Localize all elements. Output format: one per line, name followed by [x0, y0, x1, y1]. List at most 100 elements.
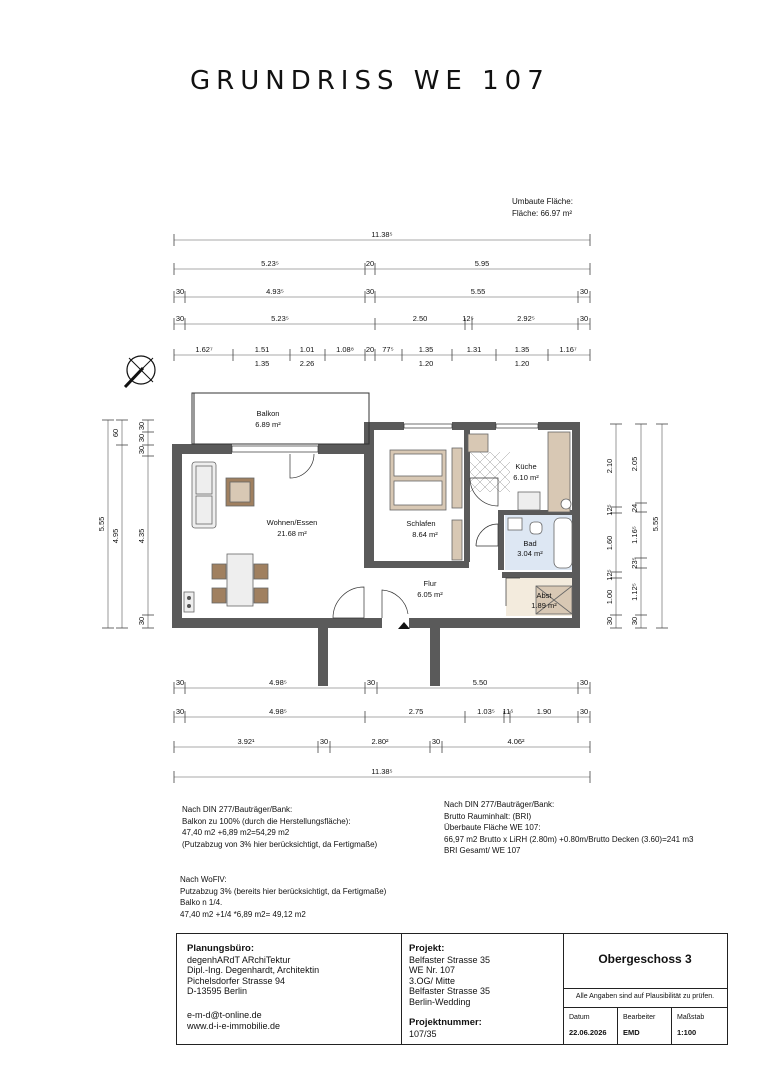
dim-bot-1d: 5.50	[473, 678, 488, 687]
room-wohnen-name: Wohnen/Essen	[267, 518, 318, 527]
dim-top-5l: 2.26	[300, 359, 315, 368]
dim-top-5k: 1.35	[255, 359, 270, 368]
room-schlafen-area: 8.64 m²	[412, 530, 438, 539]
dim-right-b1: 2.05	[630, 457, 639, 472]
dim-top-3e: 30	[580, 287, 588, 296]
room-balkon-name: Balkon	[257, 409, 280, 418]
dim-right-b4: 23⁵	[630, 557, 639, 568]
projektnummer: Projektnummer: 107/35	[409, 1017, 482, 1039]
notes-din277-right: Nach DIN 277/Bauträger/Bank: Brutto Raum…	[444, 799, 693, 857]
projekt: Projekt: Belfaster Strasse 35 WE Nr. 107…	[409, 943, 491, 1007]
notes-din277-left: Nach DIN 277/Bauträger/Bank: Balkon zu 1…	[182, 804, 377, 850]
bearbeiter-label: Bearbeiter	[623, 1014, 656, 1021]
dim-top-5f: 77⁵	[382, 345, 393, 354]
projekt-line: Belfaster Strasse 35	[409, 986, 491, 996]
divider	[563, 1007, 727, 1008]
dim-top-2c: 5.95	[475, 259, 490, 268]
dim-left-a2: 4.95	[111, 529, 120, 544]
dim-top-5g: 1.35	[419, 345, 434, 354]
dim-top-5j: 1.16⁷	[559, 345, 577, 354]
bearbeiter-value: EMD	[623, 1028, 640, 1037]
dim-bot-3b: 30	[320, 737, 328, 746]
projekt-line: Belfaster Strasse 35	[409, 954, 491, 965]
dim-bot-2f: 1.90	[537, 707, 552, 716]
dim-top-5n: 1.20	[515, 359, 530, 368]
furniture	[183, 431, 573, 615]
dim-bot-1b: 4.98⁵	[269, 678, 287, 687]
balcony	[191, 392, 370, 445]
room-kueche-area: 6.10 m²	[513, 473, 539, 482]
dim-right-a3: 1.60	[605, 536, 614, 551]
dim-top-3a: 30	[176, 287, 184, 296]
walls	[172, 422, 580, 686]
note-right-line: 66,97 m2 Brutto x LiRH (2.80m) +0.80m/Br…	[444, 834, 694, 844]
dim-bot-1a: 30	[176, 678, 184, 687]
dim-top-5h: 1.31	[467, 345, 482, 354]
dim-right-b3: 1.16⁵	[630, 526, 639, 544]
dim-bot-2d: 1.03⁵	[477, 707, 495, 716]
umbaute-line-1: Umbaute Fläche:	[512, 197, 573, 206]
projekt-header: Projekt:	[409, 943, 445, 954]
massstab-label: Maßstab	[677, 1014, 705, 1021]
dimension-lines	[107, 239, 663, 778]
windows	[231, 423, 539, 453]
dim-right-a4: 12⁵	[605, 569, 614, 580]
dim-right-b6: 30	[630, 617, 639, 625]
dim-bot-2b: 4.98⁵	[269, 707, 287, 716]
dim-left-a1: 60	[111, 429, 120, 437]
dimension-ticks	[102, 234, 668, 783]
dim-right-a1: 2.10	[605, 459, 614, 474]
dim-right-b5: 1.12⁵	[630, 583, 639, 601]
dim-top-3d: 5.55	[471, 287, 486, 296]
dimension-labels: 11.38⁵ 5.23⁵ 20 5.95 30 4.93⁵ 30 5.55 30…	[176, 230, 588, 776]
dim-right-b2: 24	[630, 504, 639, 512]
dim-top-5m: 1.20	[419, 359, 434, 368]
contact: e-m-d@t-online.de www.d-i-e-immobilie.de	[187, 1010, 280, 1031]
projektnummer-header: Projektnummer:	[409, 1017, 482, 1028]
room-kueche-name: Küche	[515, 462, 536, 471]
datum-value: 22.06.2026	[569, 1028, 607, 1037]
umbaute-flaeche: Umbaute Fläche: Fläche: 66.97 m²	[512, 196, 573, 220]
note-left-line: 47,40 m2 +6,89 m2=54,29 m2	[182, 828, 290, 837]
dim-top-4d: 12⁵	[462, 314, 473, 323]
dim-bot-3c: 2.80²	[371, 737, 389, 746]
projekt-column: Projekt: Belfaster Strasse 35 WE Nr. 107…	[401, 934, 564, 1044]
room-balkon-area: 6.89 m²	[255, 420, 281, 429]
dim-bot-1c: 30	[367, 678, 375, 687]
dim-bot-2a: 30	[176, 707, 184, 716]
dim-top-2b: 20	[366, 259, 374, 268]
room-flur-name: Flur	[424, 579, 437, 588]
planungsbuero-header: Planungsbüro:	[187, 943, 255, 954]
umbaute-line-2: Fläche: 66.97 m²	[512, 209, 573, 218]
page-title: GRUNDRISS WE 107	[190, 66, 550, 96]
note-right-line: Brutto Rauminhalt: (BRI)	[444, 811, 532, 821]
divider	[671, 1007, 672, 1044]
dim-right-a6: 30	[605, 617, 614, 625]
dim-left-total: 5.55	[97, 517, 106, 532]
projektnummer-value: 107/35	[409, 1028, 437, 1039]
dim-bot-3e: 4.06²	[507, 737, 525, 746]
note-right-line: Nach DIN 277/Bauträger/Bank:	[444, 800, 555, 809]
dim-top-4a: 30	[176, 314, 184, 323]
projekt-line: Berlin-Wedding	[409, 996, 471, 1007]
dim-bot-2c: 2.75	[409, 707, 424, 716]
note-wofiv-line: Putzabzug 3% (bereits hier berücksichtig…	[180, 886, 387, 896]
floor-plan: 11.38⁵ 5.23⁵ 20 5.95 30 4.93⁵ 30 5.55 30…	[97, 230, 668, 783]
projekt-line: 3.OG/ Mitte	[409, 975, 456, 986]
dim-top-4b: 5.23⁵	[271, 314, 289, 323]
dim-top-5b: 1.51	[255, 345, 270, 354]
note-right-line: Überbaute Fläche WE 107:	[444, 823, 541, 832]
dim-top-2a: 5.23⁵	[261, 259, 279, 268]
room-labels: Balkon 6.89 m² Wohnen/Essen 21.68 m² Sch…	[255, 409, 557, 610]
room-wohnen-area: 21.68 m²	[277, 529, 307, 538]
vertical-dimension-labels: 5.55 60 4.95 30 30 30 4.35 30 2.10 12⁵ 1…	[97, 422, 660, 625]
divider	[617, 1007, 618, 1044]
north-arrow-icon	[123, 355, 156, 389]
note-wofiv-line: 47,40 m2 +1/4 *6,89 m2= 49,12 m2	[180, 909, 306, 919]
plausibility-note: Alle Angaben sind auf Plausibilität zu p…	[575, 993, 715, 1000]
dim-bot-2g: 30	[580, 707, 588, 716]
notes-wofiv: Nach WoFlV: Putzabzug 3% (bereits hier b…	[180, 874, 386, 920]
dim-right-total: 5.55	[651, 517, 660, 532]
planungsbuero-column: Planungsbüro: degenhARdT ARchiTektur Dip…	[177, 934, 402, 1044]
dim-top-1: 11.38⁵	[371, 230, 392, 239]
